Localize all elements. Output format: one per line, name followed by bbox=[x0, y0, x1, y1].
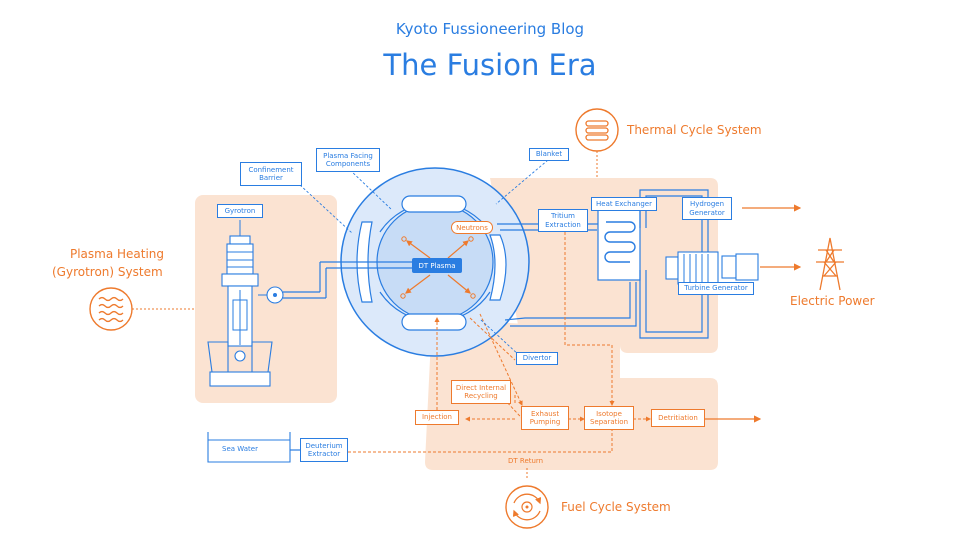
thermal-cycle-label: Thermal Cycle System bbox=[627, 123, 762, 137]
dt-return-label: DT Return bbox=[508, 457, 544, 465]
detritiation-box: Detritiation bbox=[651, 409, 705, 427]
heat-exchanger-label: Heat Exchanger bbox=[591, 197, 657, 211]
blog-title: Kyoto Fussioneering Blog bbox=[395, 20, 585, 38]
hydrogen-generator-label: Hydrogen Generator bbox=[682, 197, 732, 220]
confinement-barrier-label: Confinement Barrier bbox=[240, 162, 302, 186]
plasma-facing-label: Plasma Facing Components bbox=[316, 148, 380, 172]
dt-plasma-label: DT Plasma bbox=[412, 258, 462, 273]
electric-power-label: Electric Power bbox=[790, 294, 875, 308]
fuel-region bbox=[425, 318, 718, 470]
exhaust-pumping-box: Exhaust Pumping bbox=[521, 406, 569, 430]
tritium-extraction-label: Tritium Extraction bbox=[538, 209, 588, 232]
fuel-cycle-label: Fuel Cycle System bbox=[561, 500, 671, 514]
power-tower-icon bbox=[816, 237, 844, 291]
wave-icon bbox=[89, 287, 133, 331]
divertor-label: Divertor bbox=[516, 352, 558, 365]
turbine-generator-label: Turbine Generator bbox=[678, 282, 754, 295]
plasma-heating-label-1: Plasma Heating bbox=[69, 247, 165, 261]
gyrotron-label: Gyrotron bbox=[217, 204, 263, 218]
sea-water-label: Sea Water bbox=[222, 445, 258, 453]
page-title: The Fusion Era bbox=[383, 48, 597, 82]
isotope-separation-box: Isotope Separation bbox=[584, 406, 634, 430]
plasma-heating-label-2: (Gyrotron) System bbox=[52, 265, 163, 279]
blanket-label: Blanket bbox=[529, 148, 569, 161]
direct-internal-recycling-box: Direct Internal Recycling bbox=[451, 380, 511, 404]
injection-box: Injection bbox=[415, 410, 459, 425]
coil-icon bbox=[575, 108, 619, 152]
neutrons-label: Neutrons bbox=[451, 221, 493, 234]
cycle-icon bbox=[505, 485, 549, 529]
deuterium-extractor-label: Deuterium Extractor bbox=[300, 438, 348, 462]
